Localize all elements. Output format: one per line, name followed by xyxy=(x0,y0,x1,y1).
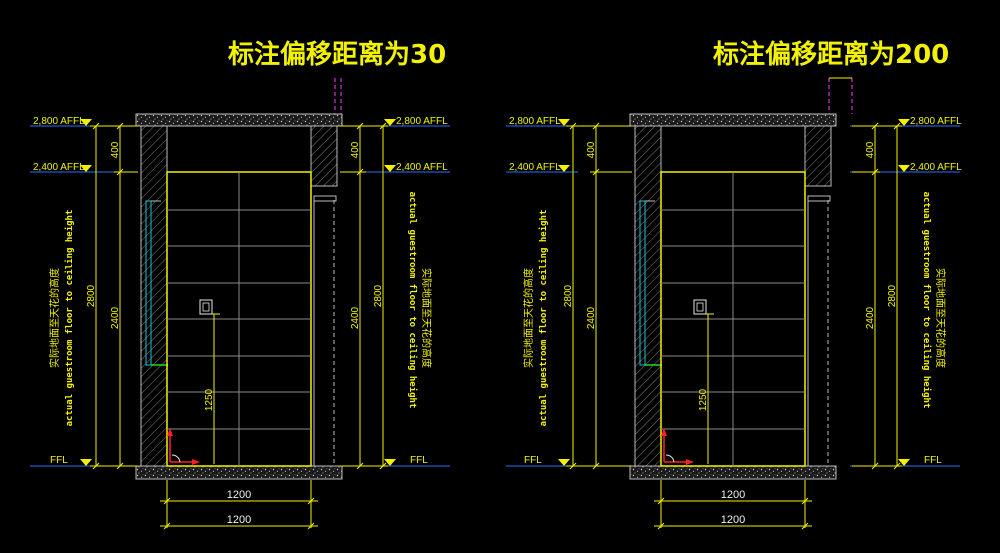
dim-switch-height: 1250 xyxy=(698,388,709,411)
dim-upper-right: 400 xyxy=(865,141,876,158)
dim-door-left: 2400 xyxy=(586,306,597,329)
level-floor-right: FFL xyxy=(924,455,942,466)
switch-plate xyxy=(693,299,707,315)
level-ceiling-left: 2,800 AFFL xyxy=(33,116,85,127)
level-floor-left: FFL xyxy=(524,455,542,466)
dim-width-b: 1200 xyxy=(227,514,251,526)
panel-1: 标注偏移距离为30 xyxy=(30,39,450,530)
left-wall xyxy=(140,125,168,467)
dim-width-a: 1200 xyxy=(721,489,745,501)
left-trim xyxy=(639,200,646,366)
dim-upper-left: 400 xyxy=(586,141,597,158)
level-ceiling-right: 2,800 AFFL xyxy=(396,116,448,127)
dim-door-left: 2400 xyxy=(110,306,121,329)
note-en-left: actual guestroom floor to ceiling height xyxy=(64,210,75,427)
dim-door-right: 2400 xyxy=(350,306,361,329)
dim-total-right: 2800 xyxy=(373,284,384,307)
dim-width-a: 1200 xyxy=(227,489,251,501)
level-ceiling-right: 2,800 AFFL xyxy=(910,116,962,127)
dim-door-right: 2400 xyxy=(865,306,876,329)
level-ceiling-left: 2,800 AFFL xyxy=(509,116,561,127)
dim-total-right: 2800 xyxy=(887,284,898,307)
dim-upper-right: 400 xyxy=(350,141,361,158)
level-door-top-left: 2,400 AFFL xyxy=(509,162,561,173)
floor-slab xyxy=(629,465,837,480)
level-floor-left: FFL xyxy=(50,455,68,466)
floor-slab xyxy=(135,465,343,480)
panel-2-title: 标注偏移距离为200 xyxy=(713,39,949,70)
dim-total-left: 2800 xyxy=(563,284,574,307)
ucs-icon xyxy=(661,428,694,465)
dim-switch-height: 1250 xyxy=(204,388,215,411)
ceiling-slab xyxy=(629,113,837,127)
note-en-right: actual guestroom floor to ceiling height xyxy=(921,192,932,409)
note-cn-left: 实际地面至天花的高度 xyxy=(522,268,535,368)
ucs-icon xyxy=(167,428,200,465)
dim-upper-left: 400 xyxy=(110,141,121,158)
right-wall-upper xyxy=(804,125,832,187)
level-floor-right: FFL xyxy=(410,455,428,466)
switch-plate xyxy=(199,299,213,315)
dim-width-b: 1200 xyxy=(721,514,745,526)
ceiling-slab xyxy=(135,113,343,127)
dim-total-left: 2800 xyxy=(86,284,97,307)
note-cn-left: 实际地面至天花的高度 xyxy=(48,268,61,368)
level-door-top-right: 2,400 AFFL xyxy=(910,162,962,173)
right-wall-upper xyxy=(310,125,338,187)
note-cn-right: 实际地面至天花的高度 xyxy=(420,268,433,368)
left-trim xyxy=(145,200,152,366)
note-cn-right: 实际地面至天花的高度 xyxy=(934,268,947,368)
left-wall xyxy=(634,125,662,467)
note-en-right: actual guestroom floor to ceiling height xyxy=(407,192,418,409)
panel-1-title: 标注偏移距离为30 xyxy=(228,39,446,70)
panel-2: 标注偏移距离为200 1250 xyxy=(506,39,962,530)
note-en-left: actual guestroom floor to ceiling height xyxy=(538,210,549,427)
level-door-top-left: 2,400 AFFL xyxy=(33,162,85,173)
level-door-top-right: 2,400 AFFL xyxy=(396,162,448,173)
